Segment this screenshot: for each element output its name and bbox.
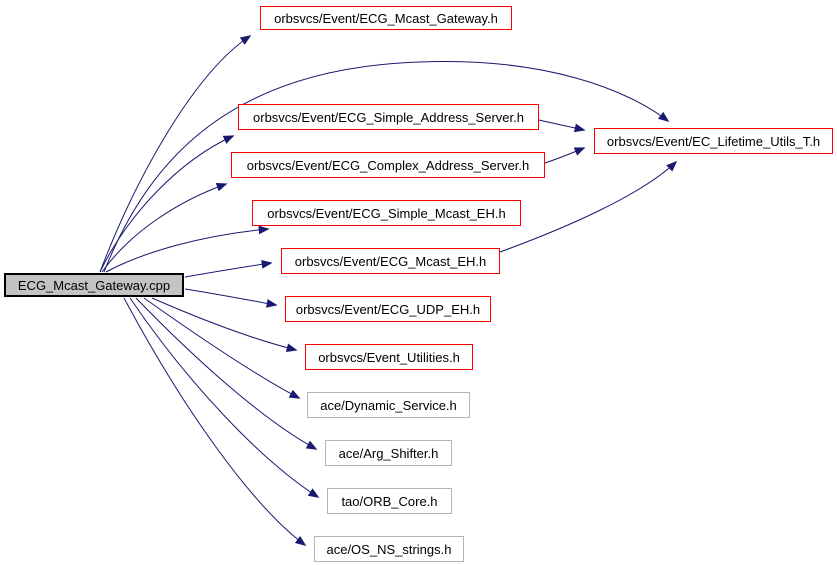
node-ecg-mcast-eh-h[interactable]: orbsvcs/Event/ECG_Mcast_EH.h: [281, 248, 500, 274]
node-arg-shifter-h[interactable]: ace/Arg_Shifter.h: [325, 440, 452, 466]
edge-cpp-to-ecg-simple-mcast-eh-h: [105, 225, 270, 273]
edge-cpp-to-ecg-udp-eh-h: [184, 288, 278, 308]
node-event-utilities-h[interactable]: orbsvcs/Event_Utilities.h: [305, 344, 473, 370]
node-ecg-simple-mcast-eh-h[interactable]: orbsvcs/Event/ECG_Simple_Mcast_EH.h: [252, 200, 521, 226]
edge-cpp-to-dynamic-service-h: [143, 297, 301, 399]
node-os-ns-strings-h[interactable]: ace/OS_NS_strings.h: [314, 536, 464, 562]
edge-cpp-to-ecg-mcast-gateway-h: [99, 35, 252, 273]
edge-cpp-to-orb-core-h: [129, 297, 320, 498]
edge-cpp-to-arg-shifter-h: [135, 297, 318, 450]
node-ecg-mcast-gateway-h[interactable]: orbsvcs/Event/ECG_Mcast_Gateway.h: [260, 6, 512, 30]
node-orb-core-h[interactable]: tao/ORB_Core.h: [327, 488, 452, 514]
edge-simple-address-server-to-ec-lifetime: [538, 119, 586, 133]
node-ecg-simple-address-server-h[interactable]: orbsvcs/Event/ECG_Simple_Address_Server.…: [238, 104, 539, 130]
node-ecg-udp-eh-h[interactable]: orbsvcs/Event/ECG_UDP_EH.h: [285, 296, 491, 322]
edge-mcast-eh-to-ec-lifetime: [499, 160, 678, 253]
edge-cpp-to-ec-lifetime-utils-t-h: [103, 61, 670, 273]
edge-cpp-to-ecg-mcast-eh-h: [184, 259, 273, 278]
edge-complex-address-server-to-ec-lifetime: [544, 147, 586, 164]
edge-cpp-to-os-ns-strings-h: [123, 297, 307, 546]
edge-cpp-to-ecg-complex-address-server-h: [101, 183, 228, 273]
edge-cpp-to-event-utilities-h: [151, 297, 298, 352]
node-ecg-complex-address-server-h[interactable]: orbsvcs/Event/ECG_Complex_Address_Server…: [231, 152, 545, 178]
node-ec-lifetime-utils-t-h[interactable]: orbsvcs/Event/EC_Lifetime_Utils_T.h: [594, 128, 833, 154]
node-dynamic-service-h[interactable]: ace/Dynamic_Service.h: [307, 392, 470, 418]
edge-cpp-to-ecg-simple-address-server-h: [99, 135, 235, 273]
node-ecg-mcast-gateway-cpp[interactable]: ECG_Mcast_Gateway.cpp: [4, 273, 184, 297]
